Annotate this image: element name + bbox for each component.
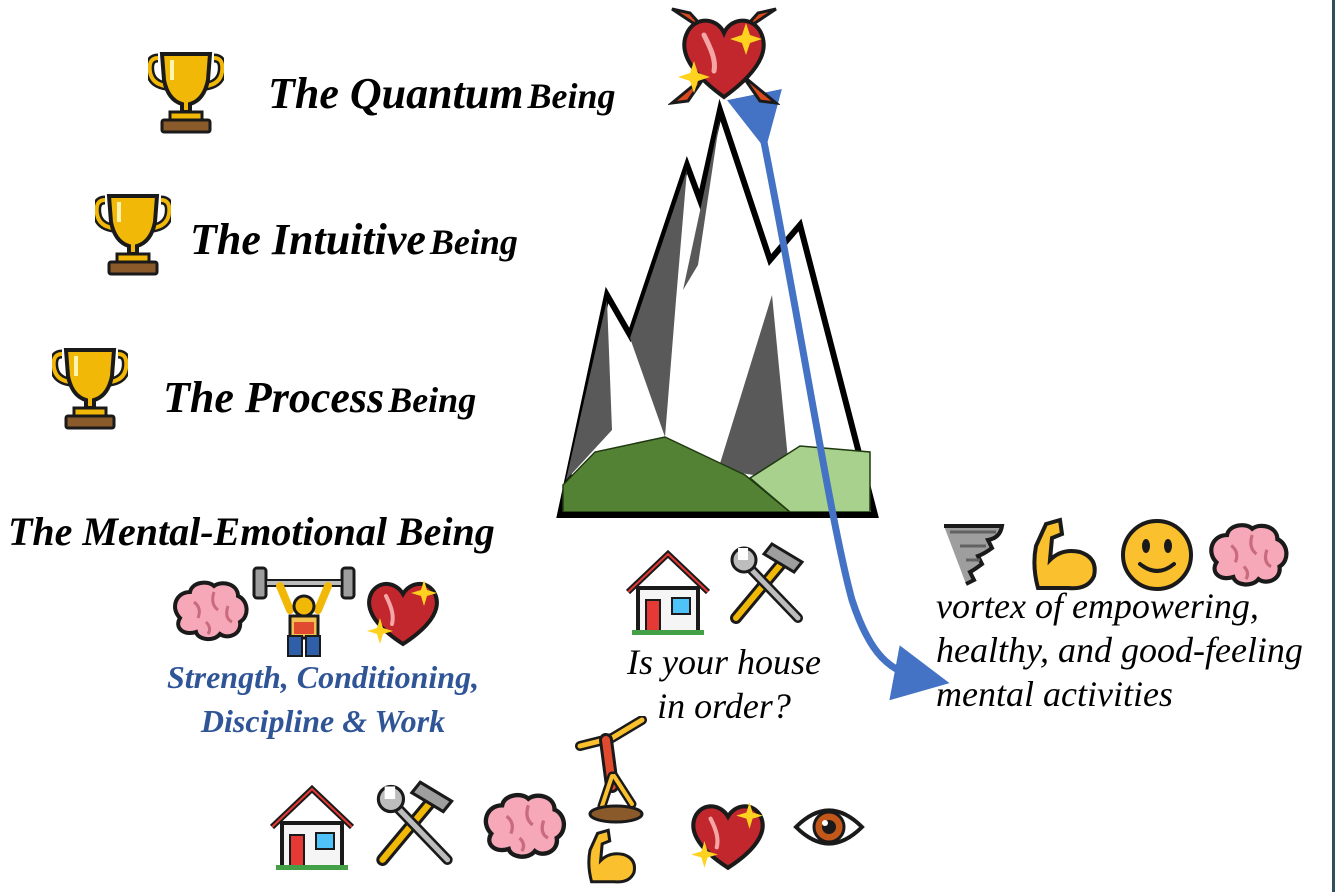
trophy-icon: [52, 348, 128, 430]
vortex-caption-line-3: mental activities: [936, 674, 1173, 714]
strength-caption-line-1: Strength, Conditioning,: [166, 659, 480, 695]
flexed-biceps-icon: [1032, 517, 1097, 591]
brain-icon: [483, 792, 566, 859]
process-being-label: The Process Being: [163, 372, 476, 423]
house-icon: [269, 784, 355, 870]
mountain-illustration: [556, 98, 879, 518]
hammer-wrench-icon: [376, 780, 454, 866]
process-being-title: The Process: [163, 373, 385, 422]
hammer-wrench-icon: [730, 542, 805, 624]
trophy-icon: [148, 52, 224, 134]
tornado-icon: [944, 524, 1005, 586]
vortex-caption-line-1: vortex of empowering,: [936, 586, 1259, 626]
sparkling-heart-icon: [367, 580, 439, 647]
cartwheel-icon: [575, 716, 647, 824]
house-question: Is your house in order?: [594, 640, 854, 728]
house-question-line-1: Is your house: [627, 642, 821, 682]
mental-emotional-being-label: The Mental-Emotional Being: [8, 509, 495, 554]
quantum-being-label: The Quantum Being: [268, 68, 616, 119]
sparkling-heart-icon: [691, 802, 765, 871]
quantum-being-title: The Quantum: [268, 69, 524, 118]
sparkling-heart-icon: [668, 7, 780, 106]
eye-icon: [793, 808, 865, 846]
house-icon: [625, 549, 711, 635]
brain-icon: [1209, 523, 1289, 587]
vortex-arrow: [727, 89, 950, 701]
quantum-being-suffix: Being: [527, 76, 616, 116]
trophy-icon: [95, 194, 171, 276]
house-question-line-2: in order?: [657, 686, 791, 726]
intuitive-being-title: The Intuitive: [190, 215, 426, 264]
vortex-caption-line-2: healthy, and good-feeling: [936, 630, 1303, 670]
weightlifter-icon: [252, 566, 356, 657]
strength-caption-line-2: Discipline & Work: [200, 703, 446, 739]
brain-icon: [173, 580, 249, 641]
intuitive-being-label: The Intuitive Being: [190, 214, 518, 265]
process-being-suffix: Being: [388, 380, 477, 420]
intuitive-being-suffix: Being: [429, 222, 518, 262]
smiley-icon: [1121, 519, 1193, 591]
vortex-caption: vortex of empowering, healthy, and good-…: [936, 584, 1303, 716]
flexed-biceps-icon: [587, 828, 636, 884]
strength-caption: Strength, Conditioning, Discipline & Wor…: [118, 655, 528, 743]
frame-edge: [1332, 0, 1335, 892]
